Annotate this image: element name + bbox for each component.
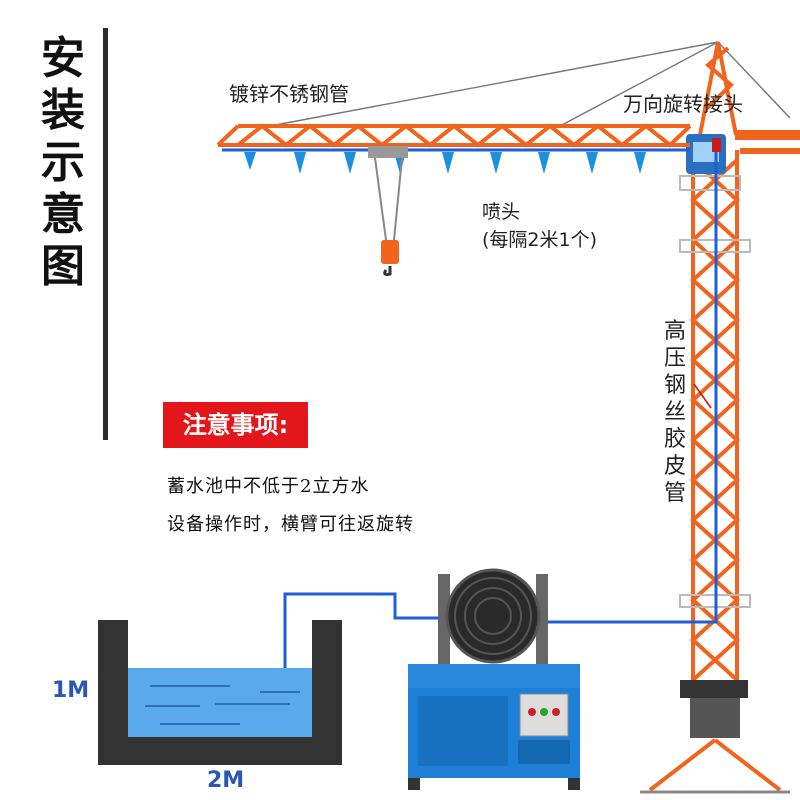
- water-tank: [98, 620, 342, 765]
- hose-line: [548, 152, 718, 624]
- title-divider: [103, 28, 108, 440]
- swivel-joint: [712, 138, 721, 152]
- suction-pipe: [283, 592, 442, 688]
- label-nozzle: 喷头 (每隔2米1个): [482, 198, 597, 254]
- tank-height-label: 1M: [52, 678, 90, 703]
- title-char: 图: [41, 241, 85, 292]
- label-swivel-joint: 万向旋转接头: [623, 92, 743, 116]
- crane-base: [640, 680, 790, 794]
- title-char: 安: [41, 33, 85, 84]
- hose-reel: [445, 568, 541, 664]
- hose-label-char: 胶: [663, 427, 686, 452]
- hose-label-char: 皮: [663, 454, 686, 479]
- pump-machine: [408, 568, 580, 790]
- hose-label-char: 压: [663, 346, 686, 371]
- notice-item: 设备操作时，横臂可往返旋转: [167, 514, 414, 535]
- nozzle: [634, 152, 646, 174]
- title-char: 装: [41, 85, 85, 136]
- title-char: 意: [41, 189, 85, 240]
- control-button: [552, 708, 560, 716]
- control-button: [540, 708, 548, 716]
- hose-label-char: 丝: [663, 400, 686, 425]
- title-char: 示: [41, 137, 85, 188]
- nozzle: [244, 152, 256, 170]
- nozzle: [490, 152, 502, 174]
- hose-pointer: [693, 383, 712, 409]
- hose-label-char: 管: [663, 481, 686, 506]
- nozzle: [294, 152, 306, 174]
- nozzle-group: [244, 152, 646, 174]
- label-galvanized-pipe: 镀锌不锈钢管: [229, 82, 349, 106]
- crane-top-frame: [698, 41, 738, 136]
- label-nozzle-title: 喷头: [482, 201, 521, 223]
- control-button: [528, 708, 536, 716]
- hose-label-char: 钢: [663, 373, 686, 398]
- water-body: [128, 668, 312, 737]
- crane-hook-block: [368, 146, 408, 276]
- notice-item: 蓄水池中不低于2立方水: [167, 476, 370, 497]
- nozzle: [344, 152, 356, 174]
- nozzle: [538, 152, 550, 174]
- nozzle: [442, 152, 454, 174]
- crane-cab: [679, 134, 741, 191]
- nozzle: [586, 152, 598, 174]
- crane-counter-jib: [735, 130, 800, 154]
- crane-cables: [269, 41, 791, 127]
- hose-label-char: 高: [663, 319, 686, 344]
- notice-heading: 注意事项:: [163, 402, 308, 448]
- tank-width-label: 2M: [207, 768, 245, 793]
- label-high-pressure-hose: 高 压 钢 丝 胶 皮 管: [660, 318, 690, 507]
- label-nozzle-spacing: (每隔2米1个): [482, 229, 598, 251]
- crane-jib: [216, 123, 692, 148]
